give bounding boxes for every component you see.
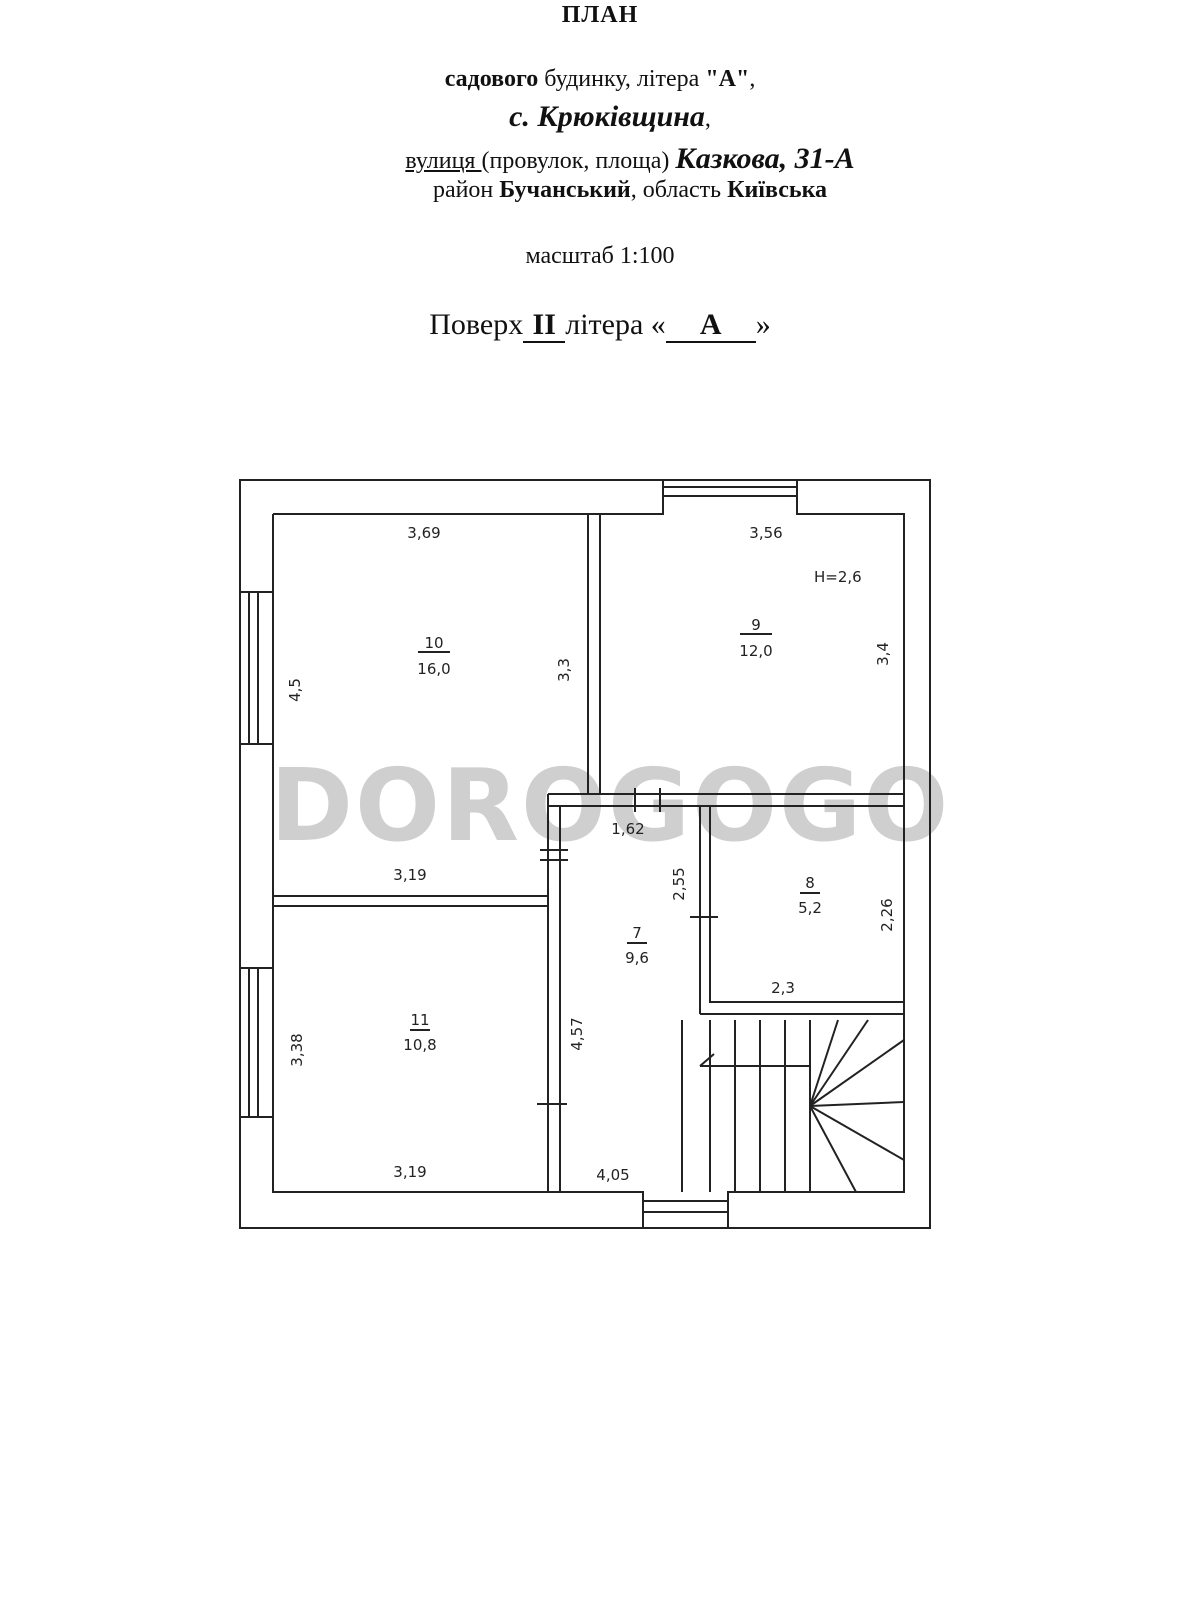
- room-11-number: 11: [410, 1011, 429, 1029]
- floor-letter-close: »: [755, 308, 771, 341]
- wall-8-inner: [709, 806, 904, 1003]
- room-7-area: 9,6: [625, 949, 649, 967]
- district-label: район: [432, 177, 500, 203]
- scale-label: масштаб 1:100: [525, 243, 675, 269]
- dim-hall-top: 1,62: [611, 820, 644, 838]
- staircase: [681, 1019, 905, 1193]
- settlement-line: с. Крюківщина,: [10, 100, 1200, 134]
- floor-label: Поверх: [429, 308, 524, 341]
- window-left-top: [240, 591, 273, 745]
- building-comma: ,: [749, 66, 756, 92]
- settlement-comma: ,: [704, 106, 711, 132]
- dim-r7-left: 4,57: [568, 1017, 586, 1050]
- street-word: вулиця: [405, 148, 482, 174]
- street-alternatives: (провулок, площа): [481, 148, 676, 174]
- room-7-number: 7: [632, 924, 642, 942]
- floor-letter: А: [665, 309, 756, 343]
- window-bottom: [643, 1200, 728, 1213]
- room-10-number: 10: [424, 634, 443, 652]
- building-letter: "А": [705, 66, 750, 92]
- door-mark-10: [540, 849, 568, 861]
- region-line: район Бучанський, область Київська: [30, 177, 1200, 204]
- region-label: , область: [630, 177, 728, 203]
- dim-r9-right: 3,4: [874, 642, 892, 666]
- dim-r7-right: 2,55: [670, 867, 688, 900]
- window-left-bottom: [240, 967, 273, 1118]
- dim-r10-right: 3,3: [555, 658, 573, 682]
- region-name: Київська: [727, 177, 828, 203]
- dim-r10-left: 4,5: [286, 678, 304, 702]
- dim-r10-top: 3,69: [407, 524, 440, 542]
- room-9-number: 9: [751, 616, 761, 634]
- building-type: садового: [444, 66, 539, 92]
- dim-r10-bottom: 3,19: [393, 866, 426, 884]
- building-description: садового будинку, літера "А",: [0, 66, 1200, 93]
- height-note: H=2,6: [814, 568, 862, 586]
- room-8-number: 8: [805, 874, 815, 892]
- room-10-area: 16,0: [417, 660, 450, 678]
- street-line: вулиця (провулок, площа) Казкова, 31-А: [30, 142, 1200, 176]
- dim-r9-top: 3,56: [749, 524, 782, 542]
- inner-wall: [272, 479, 905, 1229]
- street-address: Казкова, 31-А: [675, 142, 855, 175]
- document-title: ПЛАН: [561, 2, 639, 28]
- dim-r11-left: 3,38: [288, 1033, 306, 1066]
- building-text: будинку, літера: [538, 66, 706, 92]
- dim-r8-right: 2,26: [878, 898, 896, 931]
- district-name: Бучанський: [499, 177, 631, 203]
- dim-r11-bottom: 3,19: [393, 1163, 426, 1181]
- dim-r7-bottom: 4,05: [596, 1166, 629, 1184]
- outer-wall: [239, 479, 931, 1229]
- dim-r8-bottom: 2,3: [771, 979, 795, 997]
- settlement-name: с. Крюківщина: [509, 100, 705, 133]
- floor-number: II: [523, 309, 566, 343]
- room-11-area: 10,8: [403, 1036, 436, 1054]
- room-8-area: 5,2: [798, 899, 822, 917]
- door-mark-9: [634, 788, 661, 812]
- wall-7-8: [560, 805, 701, 1014]
- room-9-area: 12,0: [739, 642, 772, 660]
- floor-letter-label: літера «: [565, 308, 666, 341]
- window-top: [663, 486, 797, 497]
